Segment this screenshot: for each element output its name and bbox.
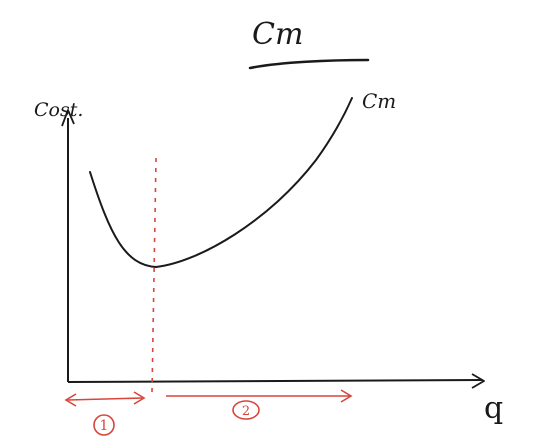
region-2-circle [232,400,260,420]
y-axis-arrowhead [61,109,75,127]
region-1-arrowhead-left [64,393,77,407]
x-axis [67,379,483,383]
title-underline [248,58,370,70]
y-axis-label: Cost. [34,99,83,121]
region-1-arrowhead-right [133,391,146,405]
region-1-label: 1 [100,418,109,434]
marginal-cost-curve [89,97,353,269]
minimum-dashed-line [151,157,157,393]
region-1-arrow [67,397,143,401]
region-2-label: 2 [242,404,250,419]
x-axis-label: q [484,391,503,426]
region-2-arrowhead [340,389,353,403]
region-1-circle [93,414,115,436]
diagram-title: Cm [252,17,303,52]
x-axis-arrowhead [471,373,485,389]
curve-label: Cm [362,89,396,113]
